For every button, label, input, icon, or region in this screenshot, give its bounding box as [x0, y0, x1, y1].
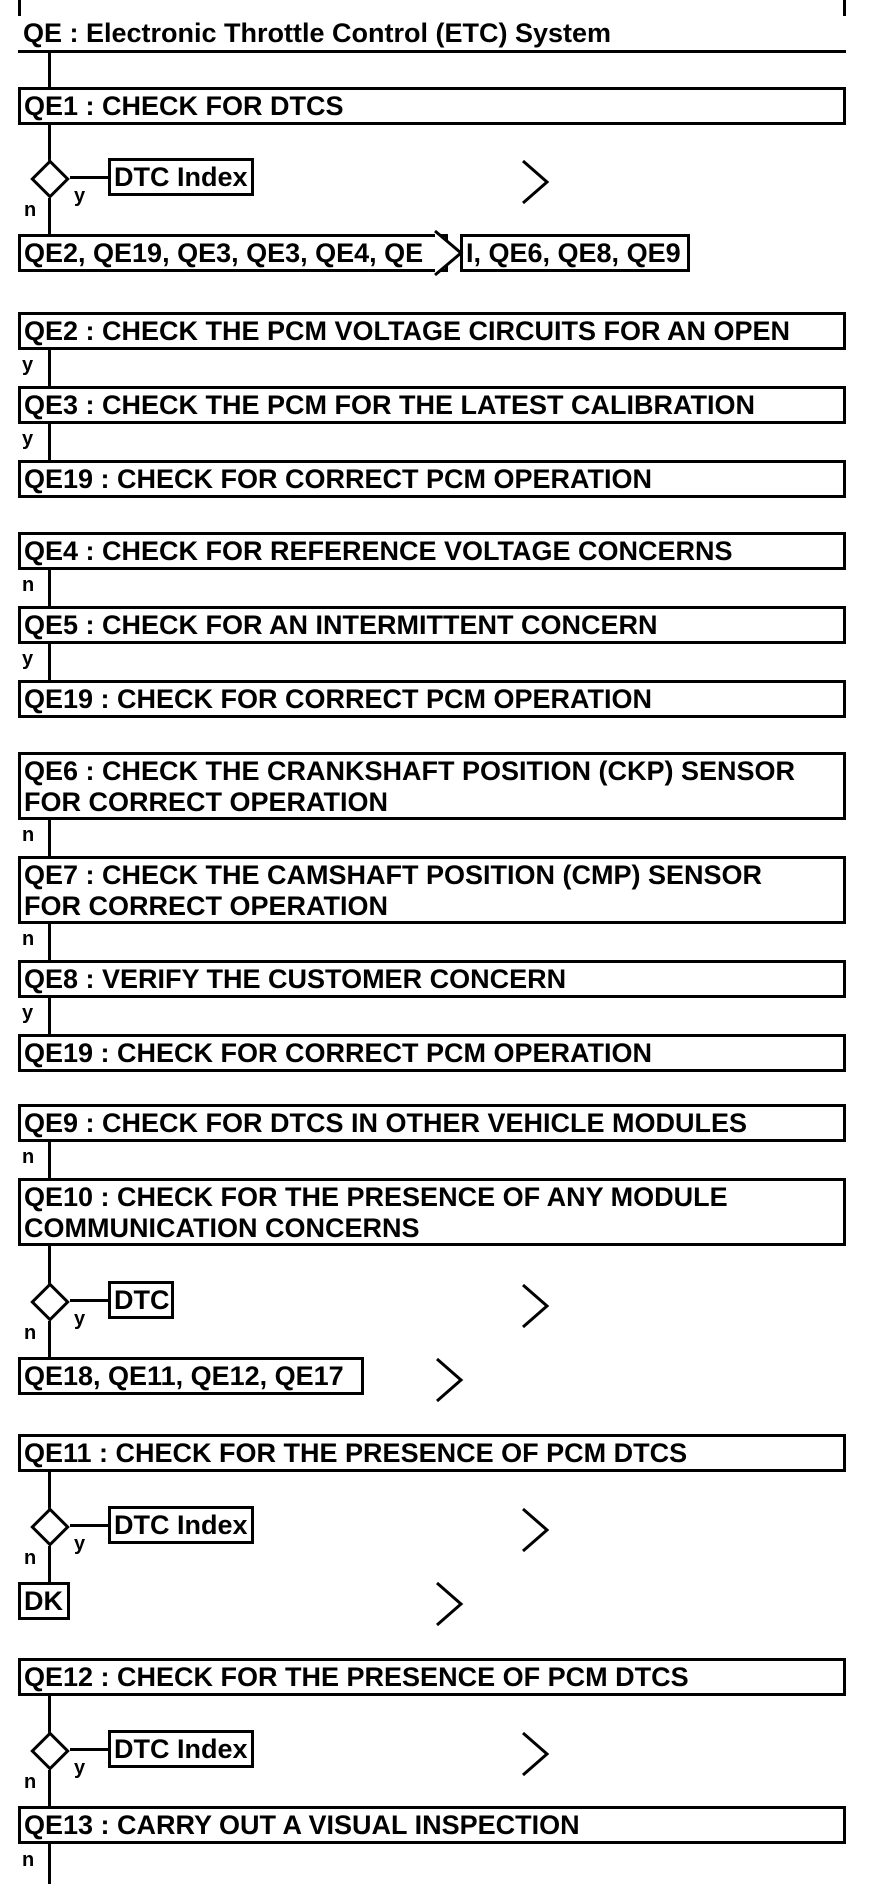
step-qe2[interactable]: QE2 : CHECK THE PCM VOLTAGE CIRCUITS FOR…	[18, 312, 846, 350]
yes-label: y	[22, 648, 34, 670]
yes-label: y	[22, 354, 34, 376]
title-underline	[18, 50, 846, 53]
step-qe8[interactable]: QE8 : VERIFY THE CUSTOMER CONCERN	[18, 960, 846, 998]
yes-label: y	[74, 185, 86, 207]
connector	[48, 1844, 51, 1884]
yes-label: y	[74, 1308, 86, 1330]
dtc-index-link[interactable]: DTC Index	[108, 1730, 254, 1768]
step-qe10-line2: COMMUNICATION CONCERNS	[24, 1213, 420, 1243]
no-label: n	[24, 1547, 37, 1569]
step-qe19[interactable]: QE19 : CHECK FOR CORRECT PCM OPERATION	[18, 680, 846, 718]
connector	[70, 1299, 110, 1302]
step-qe1[interactable]: QE1 : CHECK FOR DTCS	[18, 87, 846, 125]
step-qe6-line2: FOR CORRECT OPERATION	[24, 787, 388, 817]
connector	[70, 176, 110, 179]
connector	[48, 924, 51, 960]
no-label: n	[22, 824, 35, 846]
qe1-no-list-a[interactable]: QE2, QE19, QE3, QE3, QE4, QE	[18, 234, 448, 272]
no-label: n	[24, 1771, 37, 1793]
step-qe19[interactable]: QE19 : CHECK FOR CORRECT PCM OPERATION	[18, 460, 846, 498]
chevron-right-icon	[432, 228, 466, 278]
connector	[70, 1524, 110, 1527]
connector	[48, 1696, 51, 1734]
connector-top-right	[843, 0, 846, 16]
chevron-right-icon	[520, 1282, 550, 1330]
connector	[48, 1472, 51, 1510]
step-qe6[interactable]: QE6 : CHECK THE CRANKSHAFT POSITION (CKP…	[18, 752, 846, 820]
decision-diamond	[30, 159, 70, 199]
connector	[48, 125, 51, 161]
step-qe10[interactable]: QE10 : CHECK FOR THE PRESENCE OF ANY MOD…	[18, 1178, 846, 1246]
step-qe10-line1: QE10 : CHECK FOR THE PRESENCE OF ANY MOD…	[24, 1182, 728, 1212]
connector	[48, 1321, 51, 1357]
qe10-no-list[interactable]: QE18, QE11, QE12, QE17	[18, 1357, 364, 1395]
step-qe13[interactable]: QE13 : CARRY OUT A VISUAL INSPECTION	[18, 1806, 846, 1844]
no-label: n	[22, 1849, 35, 1871]
connector	[48, 350, 51, 386]
no-label: n	[22, 574, 35, 596]
no-label: n	[22, 928, 35, 950]
dtc-link[interactable]: DTC	[108, 1281, 174, 1319]
decision-diamond	[30, 1282, 70, 1322]
connector-top-left	[18, 0, 21, 16]
connector	[48, 820, 51, 856]
no-label: n	[24, 199, 37, 221]
connector	[48, 50, 51, 87]
yes-label: y	[74, 1757, 86, 1779]
step-qe12[interactable]: QE12 : CHECK FOR THE PRESENCE OF PCM DTC…	[18, 1658, 846, 1696]
chevron-right-icon	[520, 158, 550, 206]
step-qe4[interactable]: QE4 : CHECK FOR REFERENCE VOLTAGE CONCER…	[18, 532, 846, 570]
step-qe19[interactable]: QE19 : CHECK FOR CORRECT PCM OPERATION	[18, 1034, 846, 1072]
step-qe3[interactable]: QE3 : CHECK THE PCM FOR THE LATEST CALIB…	[18, 386, 846, 424]
step-qe7-line1: QE7 : CHECK THE CAMSHAFT POSITION (CMP) …	[24, 860, 763, 890]
yes-label: y	[22, 428, 34, 450]
step-qe9[interactable]: QE9 : CHECK FOR DTCS IN OTHER VEHICLE MO…	[18, 1104, 846, 1142]
step-qe7[interactable]: QE7 : CHECK THE CAMSHAFT POSITION (CMP) …	[18, 856, 846, 924]
connector	[48, 570, 51, 606]
chevron-right-icon	[434, 1356, 464, 1404]
step-qe11[interactable]: QE11 : CHECK FOR THE PRESENCE OF PCM DTC…	[18, 1434, 846, 1472]
no-label: n	[22, 1146, 35, 1168]
chevron-right-icon	[434, 1580, 464, 1628]
step-qe5[interactable]: QE5 : CHECK FOR AN INTERMITTENT CONCERN	[18, 606, 846, 644]
step-qe7-line2: FOR CORRECT OPERATION	[24, 891, 388, 921]
dk-link[interactable]: DK	[18, 1582, 70, 1620]
yes-label: y	[22, 1002, 34, 1024]
connector	[48, 1546, 51, 1582]
connector	[48, 424, 51, 460]
decision-diamond	[30, 1507, 70, 1547]
dtc-index-link[interactable]: DTC Index	[108, 158, 254, 196]
dtc-index-link[interactable]: DTC Index	[108, 1506, 254, 1544]
connector	[70, 1748, 110, 1751]
connector	[48, 998, 51, 1034]
connector	[48, 1770, 51, 1806]
yes-label: y	[74, 1533, 86, 1555]
qe1-no-list-b[interactable]: I, QE6, QE8, QE9	[460, 234, 690, 272]
no-label: n	[24, 1322, 37, 1344]
chevron-right-icon	[520, 1506, 550, 1554]
connector	[48, 198, 51, 234]
connector	[48, 644, 51, 680]
step-qe6-line1: QE6 : CHECK THE CRANKSHAFT POSITION (CKP…	[24, 756, 796, 786]
decision-diamond	[30, 1731, 70, 1771]
chevron-right-icon	[520, 1730, 550, 1778]
connector	[48, 1246, 51, 1284]
connector	[48, 1142, 51, 1178]
page-title: QE : Electronic Throttle Control (ETC) S…	[23, 18, 612, 48]
